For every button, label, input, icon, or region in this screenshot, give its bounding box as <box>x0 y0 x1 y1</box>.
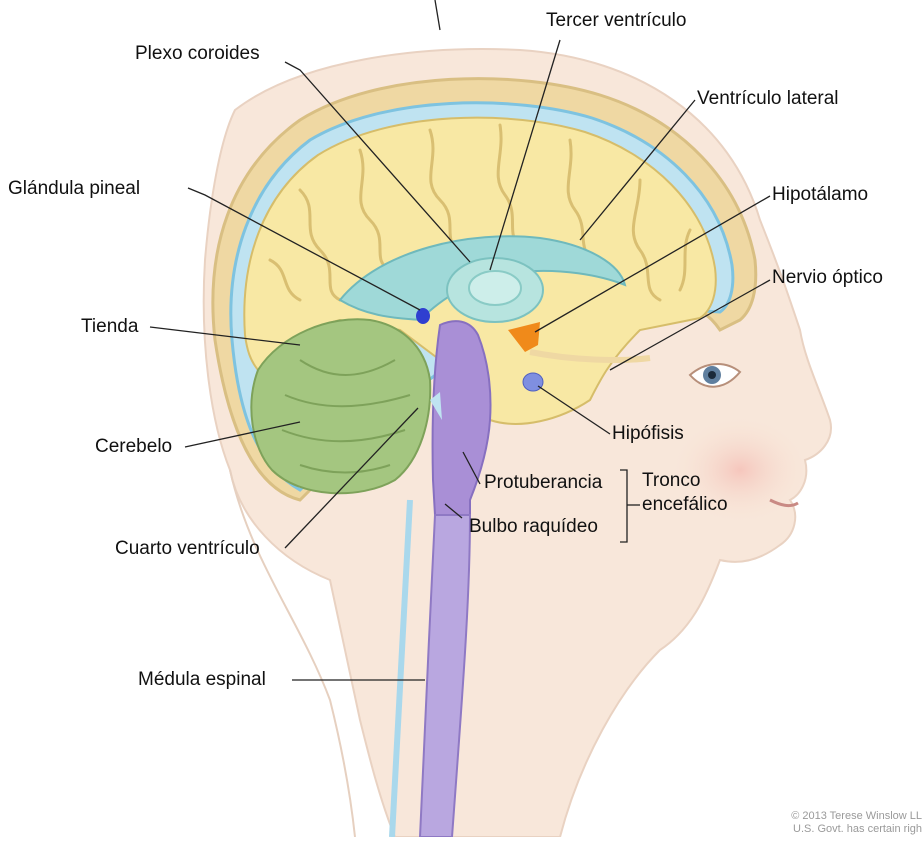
label-medula-espinal: Médula espinal <box>138 669 266 691</box>
label-encefalico: encefálico <box>642 494 728 516</box>
label-cerebelo: Cerebelo <box>95 436 172 458</box>
label-hipotalamo: Hipotálamo <box>772 184 868 206</box>
pineal-gland <box>416 308 430 324</box>
label-glandula-pineal: Glándula pineal <box>8 178 140 200</box>
label-ventriculo-lateral: Ventrículo lateral <box>697 88 839 110</box>
label-cuarto-ventriculo: Cuarto ventrículo <box>115 538 260 560</box>
pupil <box>708 371 716 379</box>
label-tronco: Tronco <box>642 470 700 492</box>
label-bulbo-raquideo: Bulbo raquídeo <box>469 516 598 538</box>
label-plexo-coroides: Plexo coroides <box>135 43 260 65</box>
label-tienda: Tienda <box>81 316 138 338</box>
label-nervio-optico: Nervio óptico <box>772 267 883 289</box>
copyright-line-2: U.S. Govt. has certain righ <box>793 823 922 835</box>
thalamus <box>469 271 521 305</box>
label-protuberancia: Protuberancia <box>484 472 602 494</box>
copyright-line-1: © 2013 Terese Winslow LL <box>791 810 922 822</box>
pituitary <box>523 373 543 391</box>
label-hipofisis: Hipófisis <box>612 423 684 445</box>
label-tercer-ventriculo: Tercer ventrículo <box>546 10 686 32</box>
